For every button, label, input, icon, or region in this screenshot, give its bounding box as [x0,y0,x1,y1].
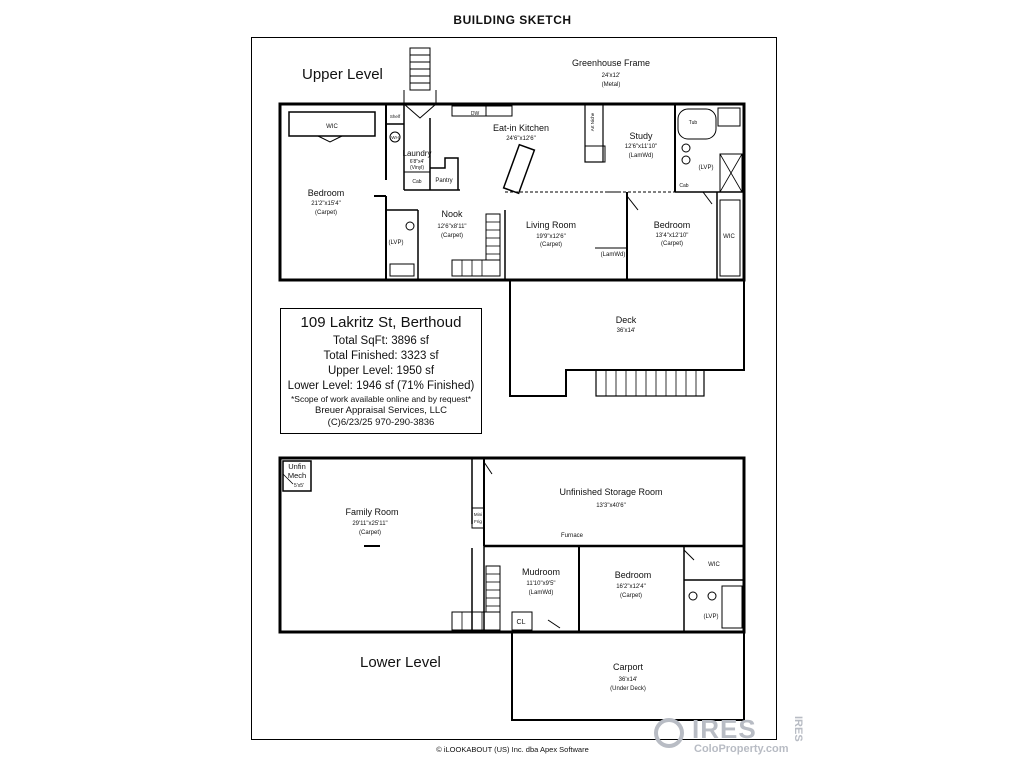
total-finished: Total Finished: 3323 sf [323,350,439,362]
kitchen-dims: 24'6"x12'6" [506,136,536,142]
bedroom2-floor: (Carpet) [661,241,683,247]
mech-line1: Unfin [288,462,306,471]
nook-floor: (Carpet) [441,233,463,239]
bedroom1-dims: 21'2"x15'4" [311,201,341,207]
furnace-label: Furnace [561,533,584,539]
upper-level-sqft: Upper Level: 1950 sf [327,365,435,377]
mudroom-floor: (LamWd) [529,590,554,596]
nook-dims: 12'6"x8'11" [437,224,466,230]
bedroom1-floor: (Carpet) [315,210,337,216]
watermark-brand: IRES [692,714,757,744]
greenhouse-dims: 24'x12' [602,73,621,79]
upper-wic2-label: WIC [723,234,735,240]
lower-level-label: Lower Level [360,654,441,671]
sketch-frame [251,37,777,740]
upper-entry-stair [403,47,437,119]
ires-watermark: IRES ColoProperty.com IRES [652,712,812,762]
upper-wic-label: WIC [326,124,338,130]
deck-name: Deck [616,315,637,325]
nook-name: Nook [441,209,463,219]
laundry-name: Laundry [403,149,432,158]
carport-name: Carport [613,662,644,672]
study-name: Study [629,131,653,141]
kitchen-name: Eat-in Kitchen [493,123,549,133]
family-floor: (Carpet) [359,530,381,536]
pantry-label: Pantry [435,178,452,184]
family-dims: 29'11"x25'11" [352,521,387,527]
lower-wic-label: WIC [708,562,720,568]
study-floor: (LamWd) [629,153,654,159]
upper-level-label: Upper Level [302,66,383,83]
lower-bedroom-floor: (Carpet) [620,593,642,599]
lower-walls [278,456,746,634]
watermark-side: IRES [792,716,804,742]
living-dims: 19'9"x12'6" [536,234,566,240]
mudroom-dims: 11'10"x9'5" [526,581,555,587]
deck-outline [509,280,745,397]
bath-cab-label: Cab [679,183,688,189]
bedroom2-dims: 13'4"x12'10" [656,233,689,239]
upper-walls [278,102,746,282]
deck-dims: 36'x14' [617,328,636,334]
art-niche-label: Art Niche [590,112,595,131]
page-title: BUILDING SKETCH [453,13,572,27]
half-bath-lvp-label: (LVP) [389,240,404,246]
property-address: 109 Lakritz St, Berthoud [300,314,462,331]
living-name: Living Room [526,220,576,230]
living-floor: (Carpet) [540,242,562,248]
storage-dims: 13'3"x40'6" [596,503,626,509]
lower-lvp-label: (LVP) [704,614,719,620]
bedroom1-name: Bedroom [308,188,345,198]
greenhouse-material: (Metal) [602,82,621,88]
mini-frig-line2: Frig [474,519,482,524]
ires-logo-icon [654,718,684,748]
appraiser-contact: (C)6/23/25 970-290-3836 [327,417,435,428]
entry-lamwd-label: (LamWd) [601,252,626,258]
dw-label: DW [471,111,480,117]
laundry-dims: 6'8"x4' [410,159,425,165]
property-info-box: 109 Lakritz St, Berthoud Total SqFt: 389… [280,308,482,434]
watermark-site: ColoProperty.com [694,743,789,755]
copyright-footer: © iLOOKABOUT (US) Inc. dba Apex Software [436,745,589,754]
tub-label: Tub [689,120,698,126]
carport-outline [511,632,745,721]
wh-label: WH [391,135,399,140]
greenhouse-name: Greenhouse Frame [572,58,650,68]
shelf-label: Shelf [390,114,401,119]
lower-bedroom-name: Bedroom [615,570,652,580]
bath-lvp-label: (LVP) [699,165,714,171]
mech-dims: 5'x5' [294,483,304,489]
family-name: Family Room [345,507,398,517]
mini-frig-line1: Mini [474,512,482,517]
cl-label: CL [517,619,526,626]
bedroom2-name: Bedroom [654,220,691,230]
total-sqft: Total SqFt: 3896 sf [333,335,429,347]
appraiser-company: Breuer Appraisal Services, LLC [314,405,447,416]
laundry-cab-label: Cab [412,179,421,185]
storage-name: Unfinished Storage Room [559,487,662,497]
scope-note: *Scope of work available online and by r… [290,394,472,404]
lower-level-sqft: Lower Level: 1946 sf (71% Finished) [287,380,475,392]
mech-line2: Mech [288,471,306,480]
laundry-floor: (Vinyl) [410,165,424,171]
mudroom-name: Mudroom [522,567,560,577]
study-dims: 12'6"x11'10" [625,144,657,150]
carport-note: (Under Deck) [610,686,646,692]
lower-bedroom-dims: 16'2"x12'4" [616,584,646,590]
carport-dims: 36'x14' [619,677,638,683]
